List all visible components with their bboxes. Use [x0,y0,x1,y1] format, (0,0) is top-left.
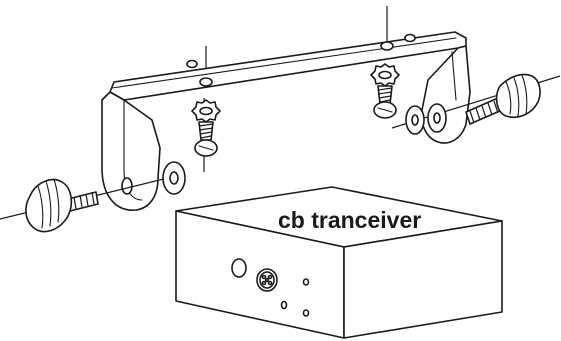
indicator-light-icon [280,300,288,310]
bracket-hole-left-rear [186,59,198,69]
screw-right [370,63,400,119]
side-screw-hole-lower-icon [302,309,310,317]
bracket-hole-left-top [199,77,213,87]
mounting-bracket [101,31,471,211]
volume-knob-icon [231,258,247,278]
right-knob-assembly [391,73,561,135]
bracket-side-hole-left [121,177,133,195]
side-screw-hole-upper-icon [302,278,310,286]
cb-transceiver-box: cb tranceiver [175,186,503,339]
device-label: cb tranceiver [278,207,421,233]
left-knob-assembly [0,161,186,233]
screw-left [191,98,221,172]
knob-left-icon [25,178,73,233]
bracket-hole-right-top [380,41,394,51]
bracket-hole-right-rear [404,33,416,43]
